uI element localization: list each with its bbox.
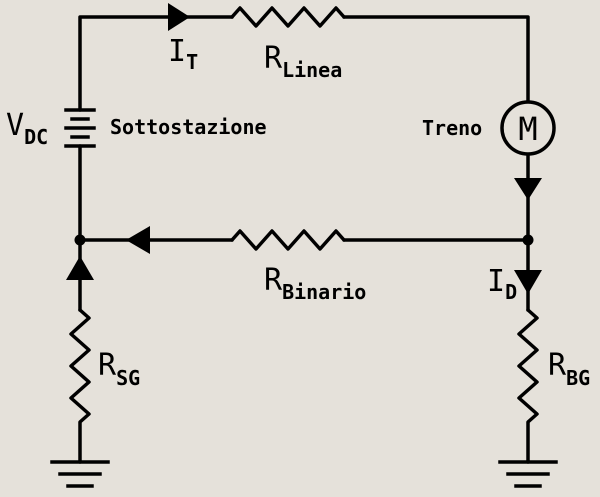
track-ground-resistor-label: RBG [548,348,590,390]
motor-current-arrow-icon [514,178,542,200]
line-resistor-label: RLinea [264,41,342,82]
substation-ground-resistor-zigzag [69,308,91,464]
track-ground-resistor-zigzag [517,308,539,464]
track-ground-icon [498,460,558,488]
substation-label: Sottostazione [110,115,267,139]
substation-ground-icon [50,460,110,488]
dc-source-battery-icon [64,108,96,148]
line-resistor-zigzag [230,6,346,28]
ground-return-arrow-icon [66,256,94,280]
substation-ground-resistor-label: RSG [98,348,140,390]
track-resistor-label: RBinario [264,263,366,304]
source-label: VDC [6,108,48,149]
leak-current-arrow-icon [514,270,542,294]
motor-icon: M [500,100,556,156]
track-resistor-zigzag [230,229,346,251]
top-wire-left [78,15,234,112]
leak-current-label: ID [487,264,517,304]
motor-symbol: M [518,110,537,148]
track-current-arrow-icon [126,226,150,254]
line-current-label: IT [168,34,198,74]
left-junction-dot [74,234,86,246]
line-current-arrow-icon [168,3,190,31]
right-junction-dot [522,234,534,246]
train-label: Treno [422,116,482,140]
top-wire-right [342,15,530,104]
